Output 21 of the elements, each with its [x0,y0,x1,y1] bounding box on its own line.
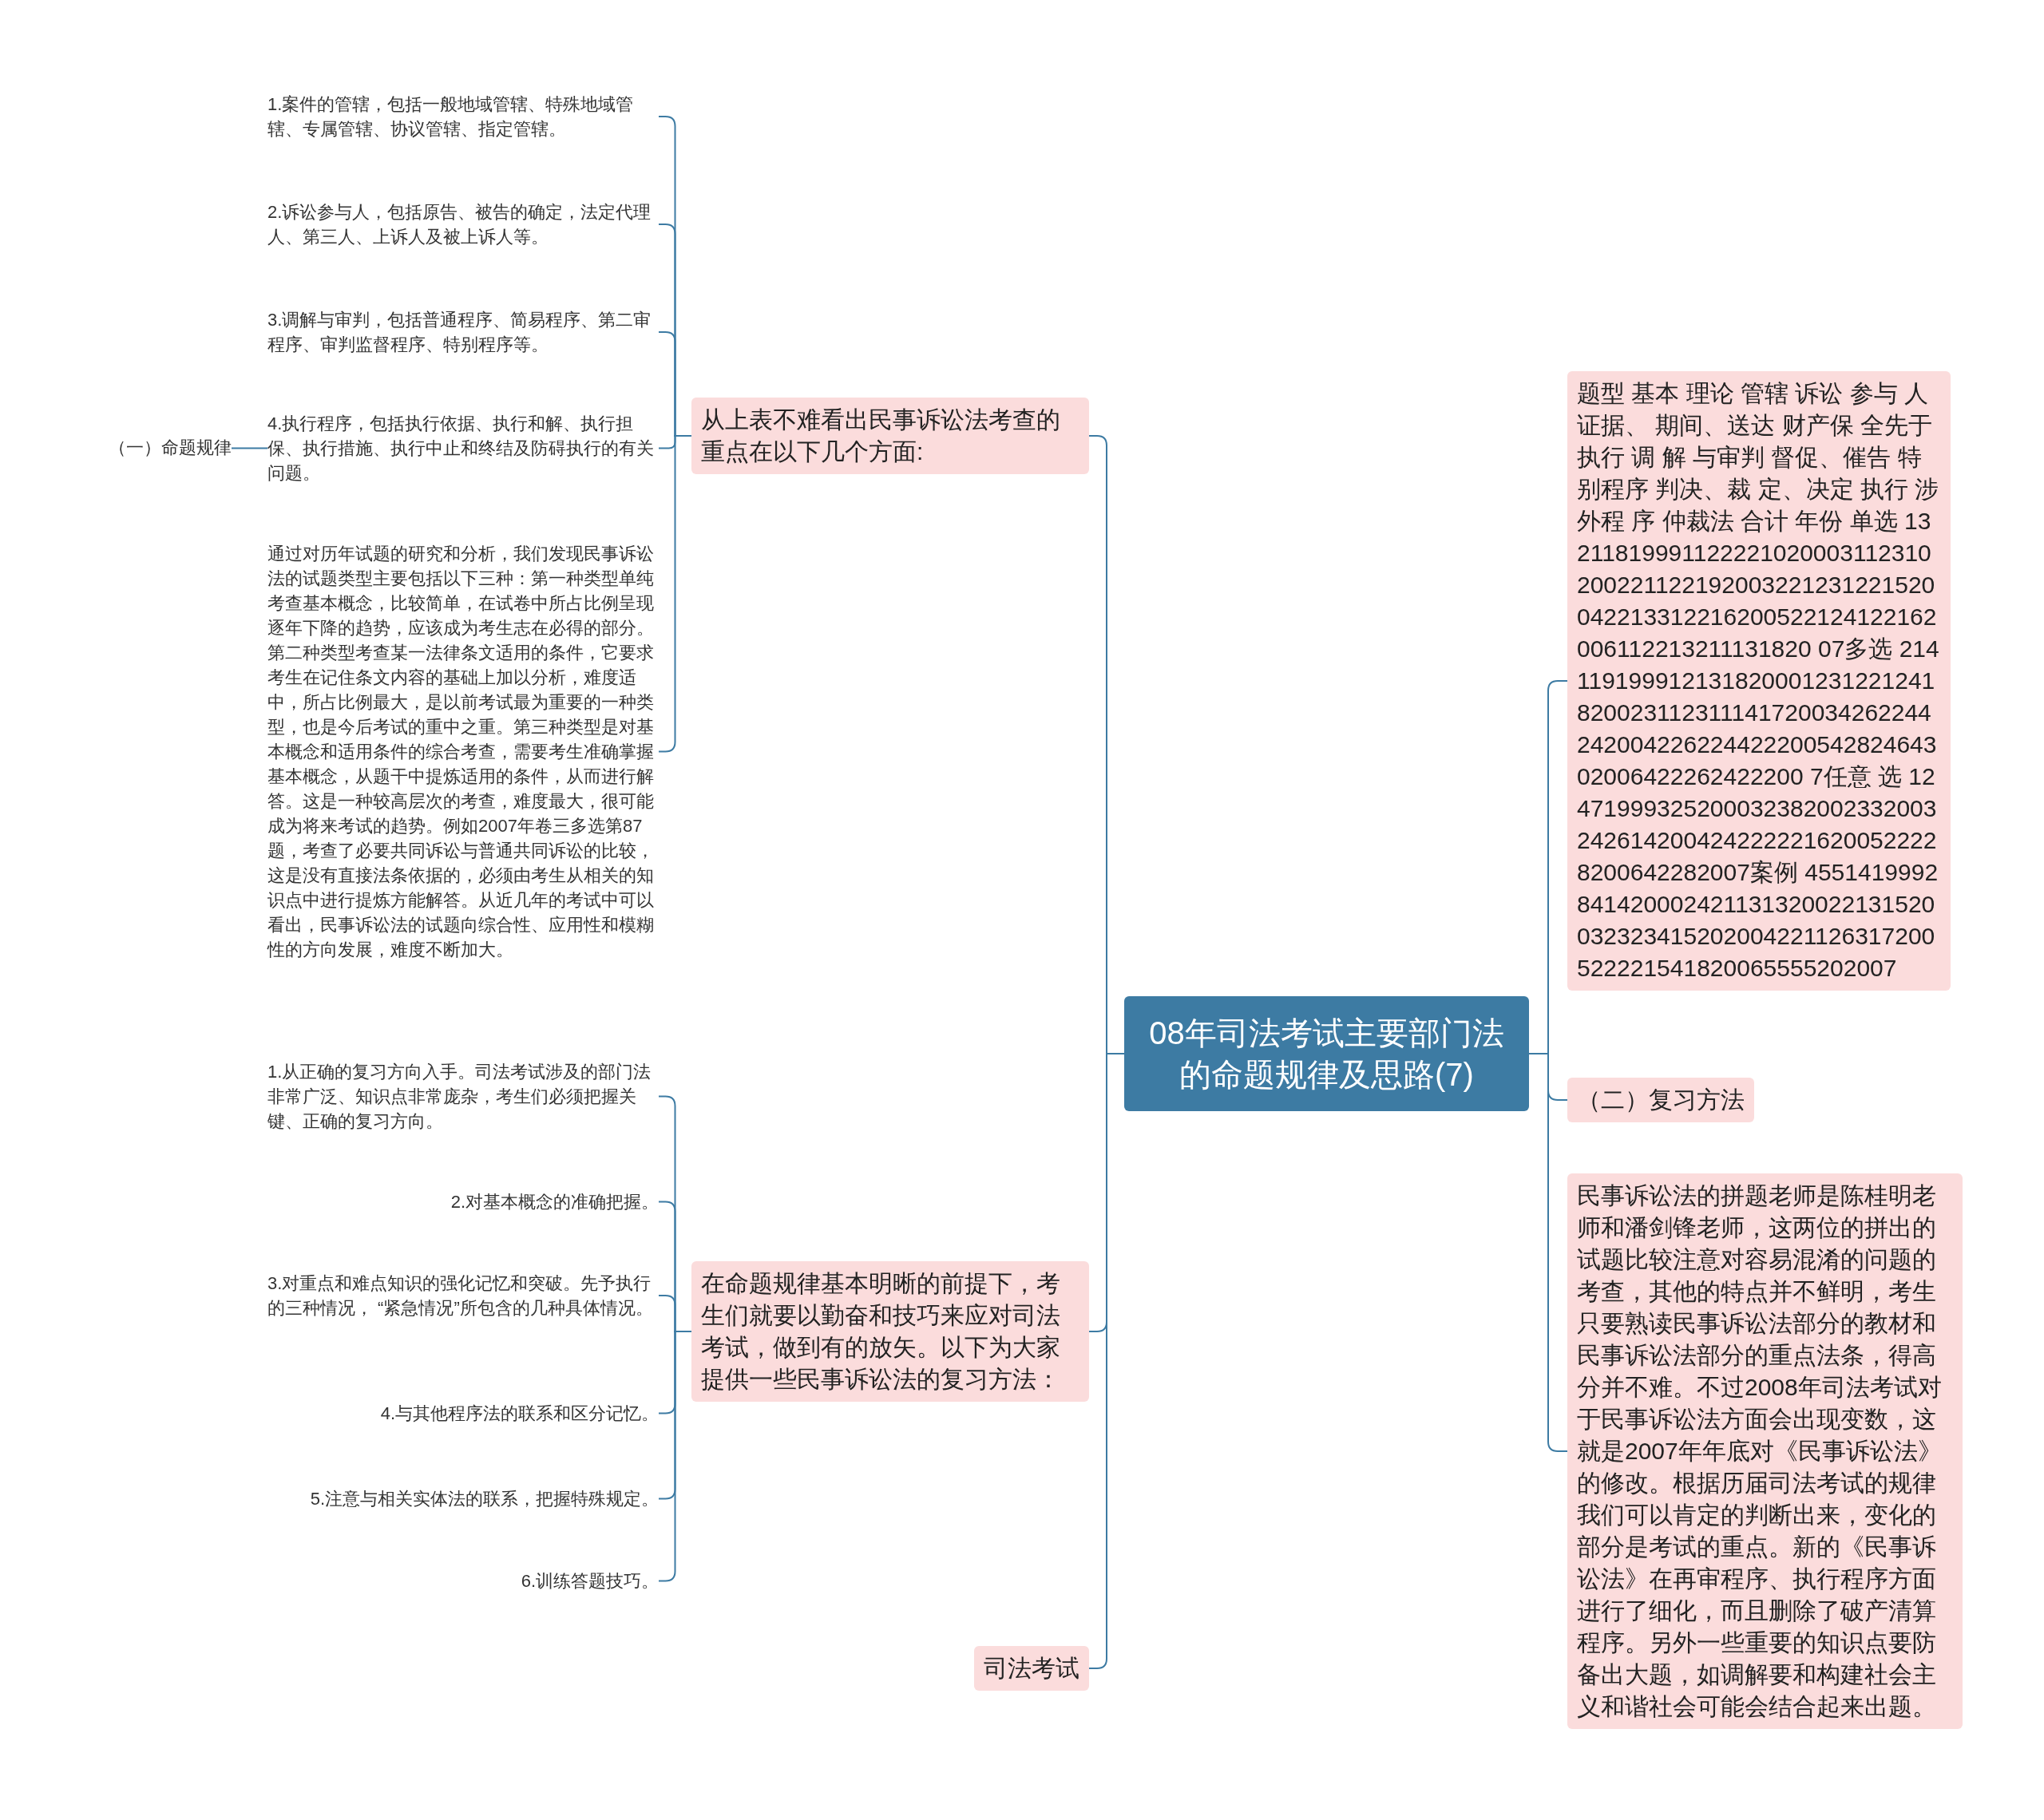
topic-text: 4.执行程序，包括执行依据、执行和解、执行担保、执行措施、执行中止和终结及防碍执行的有关问题。 [267,411,659,485]
topic-text: 3.调解与审判，包括普通程序、简易程序、第二审程序、审判监督程序、特别程序等。 [267,307,659,357]
central-topic-box: 08年司法考试主要部门法的命题规律及思路(7) [1124,996,1529,1111]
topic-text: 3.对重点和难点知识的强化记忆和突破。先予执行的三种情况， “紧急情况”所包含的几种具体情况。 [267,1271,659,1320]
topic-text: 5.注意与相关实体法的联系，把握特殊规定。 [310,1486,659,1511]
connector-line [231,447,268,449]
topic-text: （一）命题规律 [109,435,232,460]
topic-box: 民事诉讼法的拼题老师是陈桂明老师和潘剑锋老师，这两位的拼出的试题比较注意对容易混淆的问题的考查，其他的特点并不鲜明，考生只要熟读民事诉讼法部分的教材和民事诉讼法部分的重点法条，得高分并不难。不过2008年司法考试对于民事诉讼法方面会出现变数，这就是2007年年底对《民事诉讼法》的修改。根据历届司法考试的规律我们可以肯定的判断出来，变化的部分是考试的重点。新的《民事诉讼法》在再审程序、执行程序方面进行了细化，而且删除了破产清算程序。另外一些重要的知识点要防备出大题，如调解要和构建社会主义和谐社会可能会结合起来出题。 [1567,1173,1963,1729]
topic-text: 2.对基本概念的准确把握。 [450,1189,659,1214]
topic-box: 司法考试 [974,1646,1089,1691]
topic-box: 题型 基本 理论 管辖 诉讼 参与 人证据、 期间、送达 财产保 全先于执行 调 解 与审判 督促、催告 特别程序 判决、裁 定、决定 执行 涉外程 序 仲裁法 合计 年份 单选 13211819991122221020003112310200221122192003221231221520042213312216200522124122162006112213211131820 07多选 21411919991213182000123122124182002311231114172003426224424200422622442220054282464302006422262422200 7任意 选 124719993252000323820023320032426142004242222216200522228200642282007案例 4551419992841420002421131320022131520032323415202004221126317200522221541820065555202007 [1567,371,1951,991]
topic-text: 1.从正确的复习方向入手。司法考试涉及的部门法非常广泛、知识点非常庞杂，考生们必须把握关键、正确的复习方向。 [267,1059,659,1134]
topic-text: 通过对历年试题的研究和分析，我们发现民事诉讼法的试题类型主要包括以下三种：第一种类型单纯考查基本概念，比较简单，在试卷中所占比例呈现逐年下降的趋势，应该成为考生志在必得的部分。第二种类型考查某一法律条文适用的条件，它要求考生在记住条文内容的基础上加以分析，难度适中，所占比例最大，是以前考试最为重要的一种类型，也是今后考试的重中之重。第三种类型是对基本概念和适用条件的综合考查，需要考生准确掌握基本概念，从题干中提炼适用的条件，从而进行解答。这是一种较高层次的考查，难度最大，很可能成为将来考试的趋势。例如2007年卷三多选第87题，考查了必要共同诉讼与普通共同诉讼的比较，这是没有直接法条依据的，必须由考生从相关的知识点中进行提炼方能解答。从近几年的考试中可以看出，民事诉讼法的试题向综合性、应用性和模糊性的方向发展，难度不断加大。 [267,541,659,962]
topic-box: （二）复习方法 [1567,1078,1754,1122]
topic-text: 6.训练答题技巧。 [521,1569,659,1593]
topic-text: 4.与其他程序法的联系和区分记忆。 [380,1401,659,1426]
topic-box: 在命题规律基本明晰的前提下，考生们就要以勤奋和技巧来应对司法考试，做到有的放矢。以下为大家提供一些民事诉讼法的复习方法： [691,1261,1089,1402]
topic-text: 2.诉讼参与人，包括原告、被告的确定，法定代理人、第三人、上诉人及被上诉人等。 [267,200,659,249]
topic-text: 1.案件的管辖，包括一般地域管辖、特殊地域管辖、专属管辖、协议管辖、指定管辖。 [267,92,659,141]
topic-box: 从上表不难看出民事诉讼法考查的重点在以下几个方面: [691,398,1089,474]
connector-line [658,1331,692,1582]
